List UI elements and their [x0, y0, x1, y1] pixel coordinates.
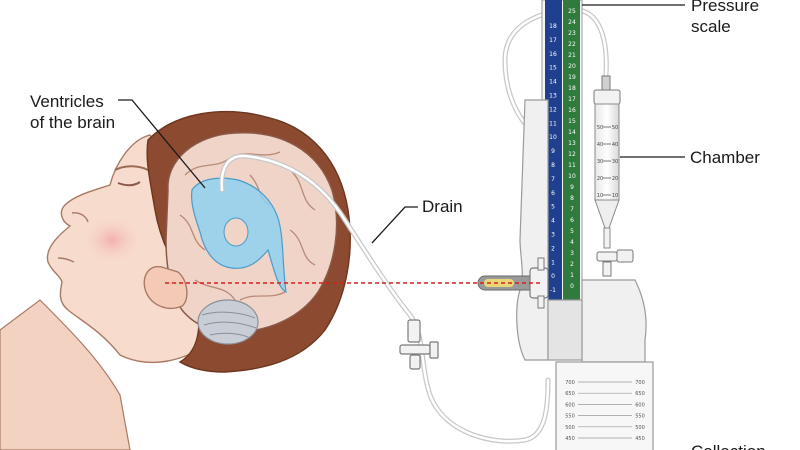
collection-left-tick-label: 500	[565, 425, 575, 431]
pressure-blue-tick-label: 1	[551, 259, 555, 266]
pressure-green-tick-label: 9	[570, 184, 574, 191]
ventricles-label: Ventricles of the brain	[30, 91, 115, 133]
neck	[0, 299, 131, 450]
pressure-green-tick-label: 24	[568, 19, 576, 26]
pressure-green-tick-label: 22	[568, 41, 576, 48]
collection-left-tick-label: 700	[565, 380, 575, 386]
collection-left-tick-label: 650	[565, 391, 575, 397]
chamber-left-tick-label: 10	[597, 193, 603, 199]
pressure-blue-tick-label: 8	[551, 162, 555, 169]
pressure-scale-blue	[545, 0, 562, 300]
eye	[117, 181, 141, 187]
collection-right-tick-label: 450	[635, 436, 645, 442]
pressure-green-tick-label: 10	[568, 173, 576, 180]
cheek-blush	[80, 214, 144, 266]
pressure-blue-tick-label: 12	[549, 106, 557, 113]
pressure-green-tick-label: 7	[570, 206, 574, 213]
pressure-green-tick-label: 16	[568, 107, 576, 114]
ventricles-label-line1: Ventricles	[30, 92, 104, 111]
chamber-right-tick-label: 40	[612, 142, 618, 148]
collection-right-tick-label: 650	[635, 391, 645, 397]
chamber-left-tick-label: 50	[597, 125, 603, 131]
pressure-blue-tick-label: 15	[549, 65, 557, 72]
pressure-blue-tick-label: 6	[551, 190, 555, 197]
chamber-right-tick-label: 50	[612, 125, 618, 131]
ear	[143, 265, 188, 310]
pressure-scale-label: Pressure scale	[691, 0, 759, 37]
mouth	[57, 257, 75, 263]
drain-label: Drain	[422, 197, 463, 216]
pressure-green-tick-label: 5	[570, 228, 574, 235]
pressure-green-tick-label: 14	[568, 129, 576, 136]
pressure-green-tick-label: 6	[570, 217, 574, 224]
pressure-blue-tick-label: 5	[551, 204, 555, 211]
pressure-blue-tick-label: 0	[551, 273, 555, 280]
pressure-blue-tick-label: 2	[551, 245, 555, 252]
collection-right-tick-label: 600	[635, 402, 645, 408]
chamber-left-tick-label: 20	[597, 176, 603, 182]
pressure-green-tick-label: 13	[568, 140, 576, 147]
pressure-green-tick-label: 2	[570, 261, 574, 268]
pressure-green-tick-label: 8	[570, 195, 574, 202]
pressure-blue-tick-label: 9	[551, 148, 555, 155]
pressure-green-tick-label: 25	[568, 8, 576, 15]
pressure-blue-tick-label: 7	[551, 176, 555, 183]
ventricle-center	[223, 217, 249, 247]
chamber-right-tick-label: 20	[612, 176, 618, 182]
pressure-green-tick-label: 15	[568, 118, 576, 125]
chamber-right-tick-label: 10	[612, 193, 618, 199]
callout-lines	[118, 4, 685, 244]
eyebrow	[114, 165, 149, 171]
drain-leader	[371, 206, 418, 244]
collection-label: Collection	[691, 441, 766, 450]
pressure-green-tick-label: 11	[568, 162, 576, 169]
pressure-green-tick-label: 21	[568, 52, 576, 59]
pressure-green-tick-label: 0	[570, 283, 574, 290]
pressure-green-tick-label: 12	[568, 151, 576, 158]
chamber-label: Chamber	[690, 148, 760, 167]
pressure-green-tick-label: 1	[570, 272, 574, 279]
chamber-left-tick-label: 40	[597, 142, 603, 148]
pressure-green-tick-label: 4	[570, 239, 574, 246]
pressure-scale-green	[563, 0, 580, 300]
drain-tubing	[219, 7, 609, 444]
pressure-scale-label-line1: Pressure	[691, 0, 760, 15]
pressure-blue-tick-label: 3	[551, 232, 555, 239]
collection-right-tick-label: 550	[635, 414, 645, 420]
ventricles-label-line2: of the brain	[30, 113, 116, 132]
pressure-blue-tick-label: 14	[549, 79, 557, 86]
ventricles-leader	[118, 99, 206, 189]
cerebellum-lines	[201, 311, 257, 339]
pressure-blue-tick-label: 16	[549, 51, 557, 58]
chamber-left-tick-label: 30	[597, 159, 603, 165]
collection-right-tick-label: 700	[635, 380, 645, 386]
collection-left-tick-label: 450	[565, 436, 575, 442]
pressure-blue-tick-label: 4	[551, 218, 555, 225]
pressure-green-tick-label: 23	[568, 30, 576, 37]
pressure-blue-tick-label: -1	[550, 287, 556, 294]
pressure-green-tick-label: 3	[570, 250, 574, 257]
pressure-blue-tick-label: 18	[549, 23, 557, 30]
collection-left-tick-label: 600	[565, 402, 575, 408]
pressure-green-tick-label: 18	[568, 85, 576, 92]
stopcock-valve	[399, 319, 439, 370]
pressure-blue-tick-label: 11	[549, 120, 557, 127]
collection-right-tick-label: 500	[635, 425, 645, 431]
pressure-blue-tick-label: 17	[549, 37, 557, 44]
head-illustration	[0, 111, 351, 450]
pressure-green-tick-label: 19	[568, 74, 576, 81]
chamber-right-tick-label: 30	[612, 159, 618, 165]
pressure-blue-tick-label: 10	[549, 134, 557, 141]
collection-bag: 700 650 600 550 500 450 700 650 600 550 500 450	[555, 361, 654, 450]
collection-left-tick-label: 550	[565, 414, 575, 420]
pressure-green-tick-label: 17	[568, 96, 576, 103]
pressure-green-tick-label: 20	[568, 63, 576, 70]
pressure-scale-label-line2: scale	[691, 17, 731, 36]
drip-chamber: 50 40 30 20 10 50 40 30 20 10	[593, 75, 634, 277]
pressure-blue-tick-label: 13	[549, 93, 557, 100]
nostril	[71, 212, 89, 223]
